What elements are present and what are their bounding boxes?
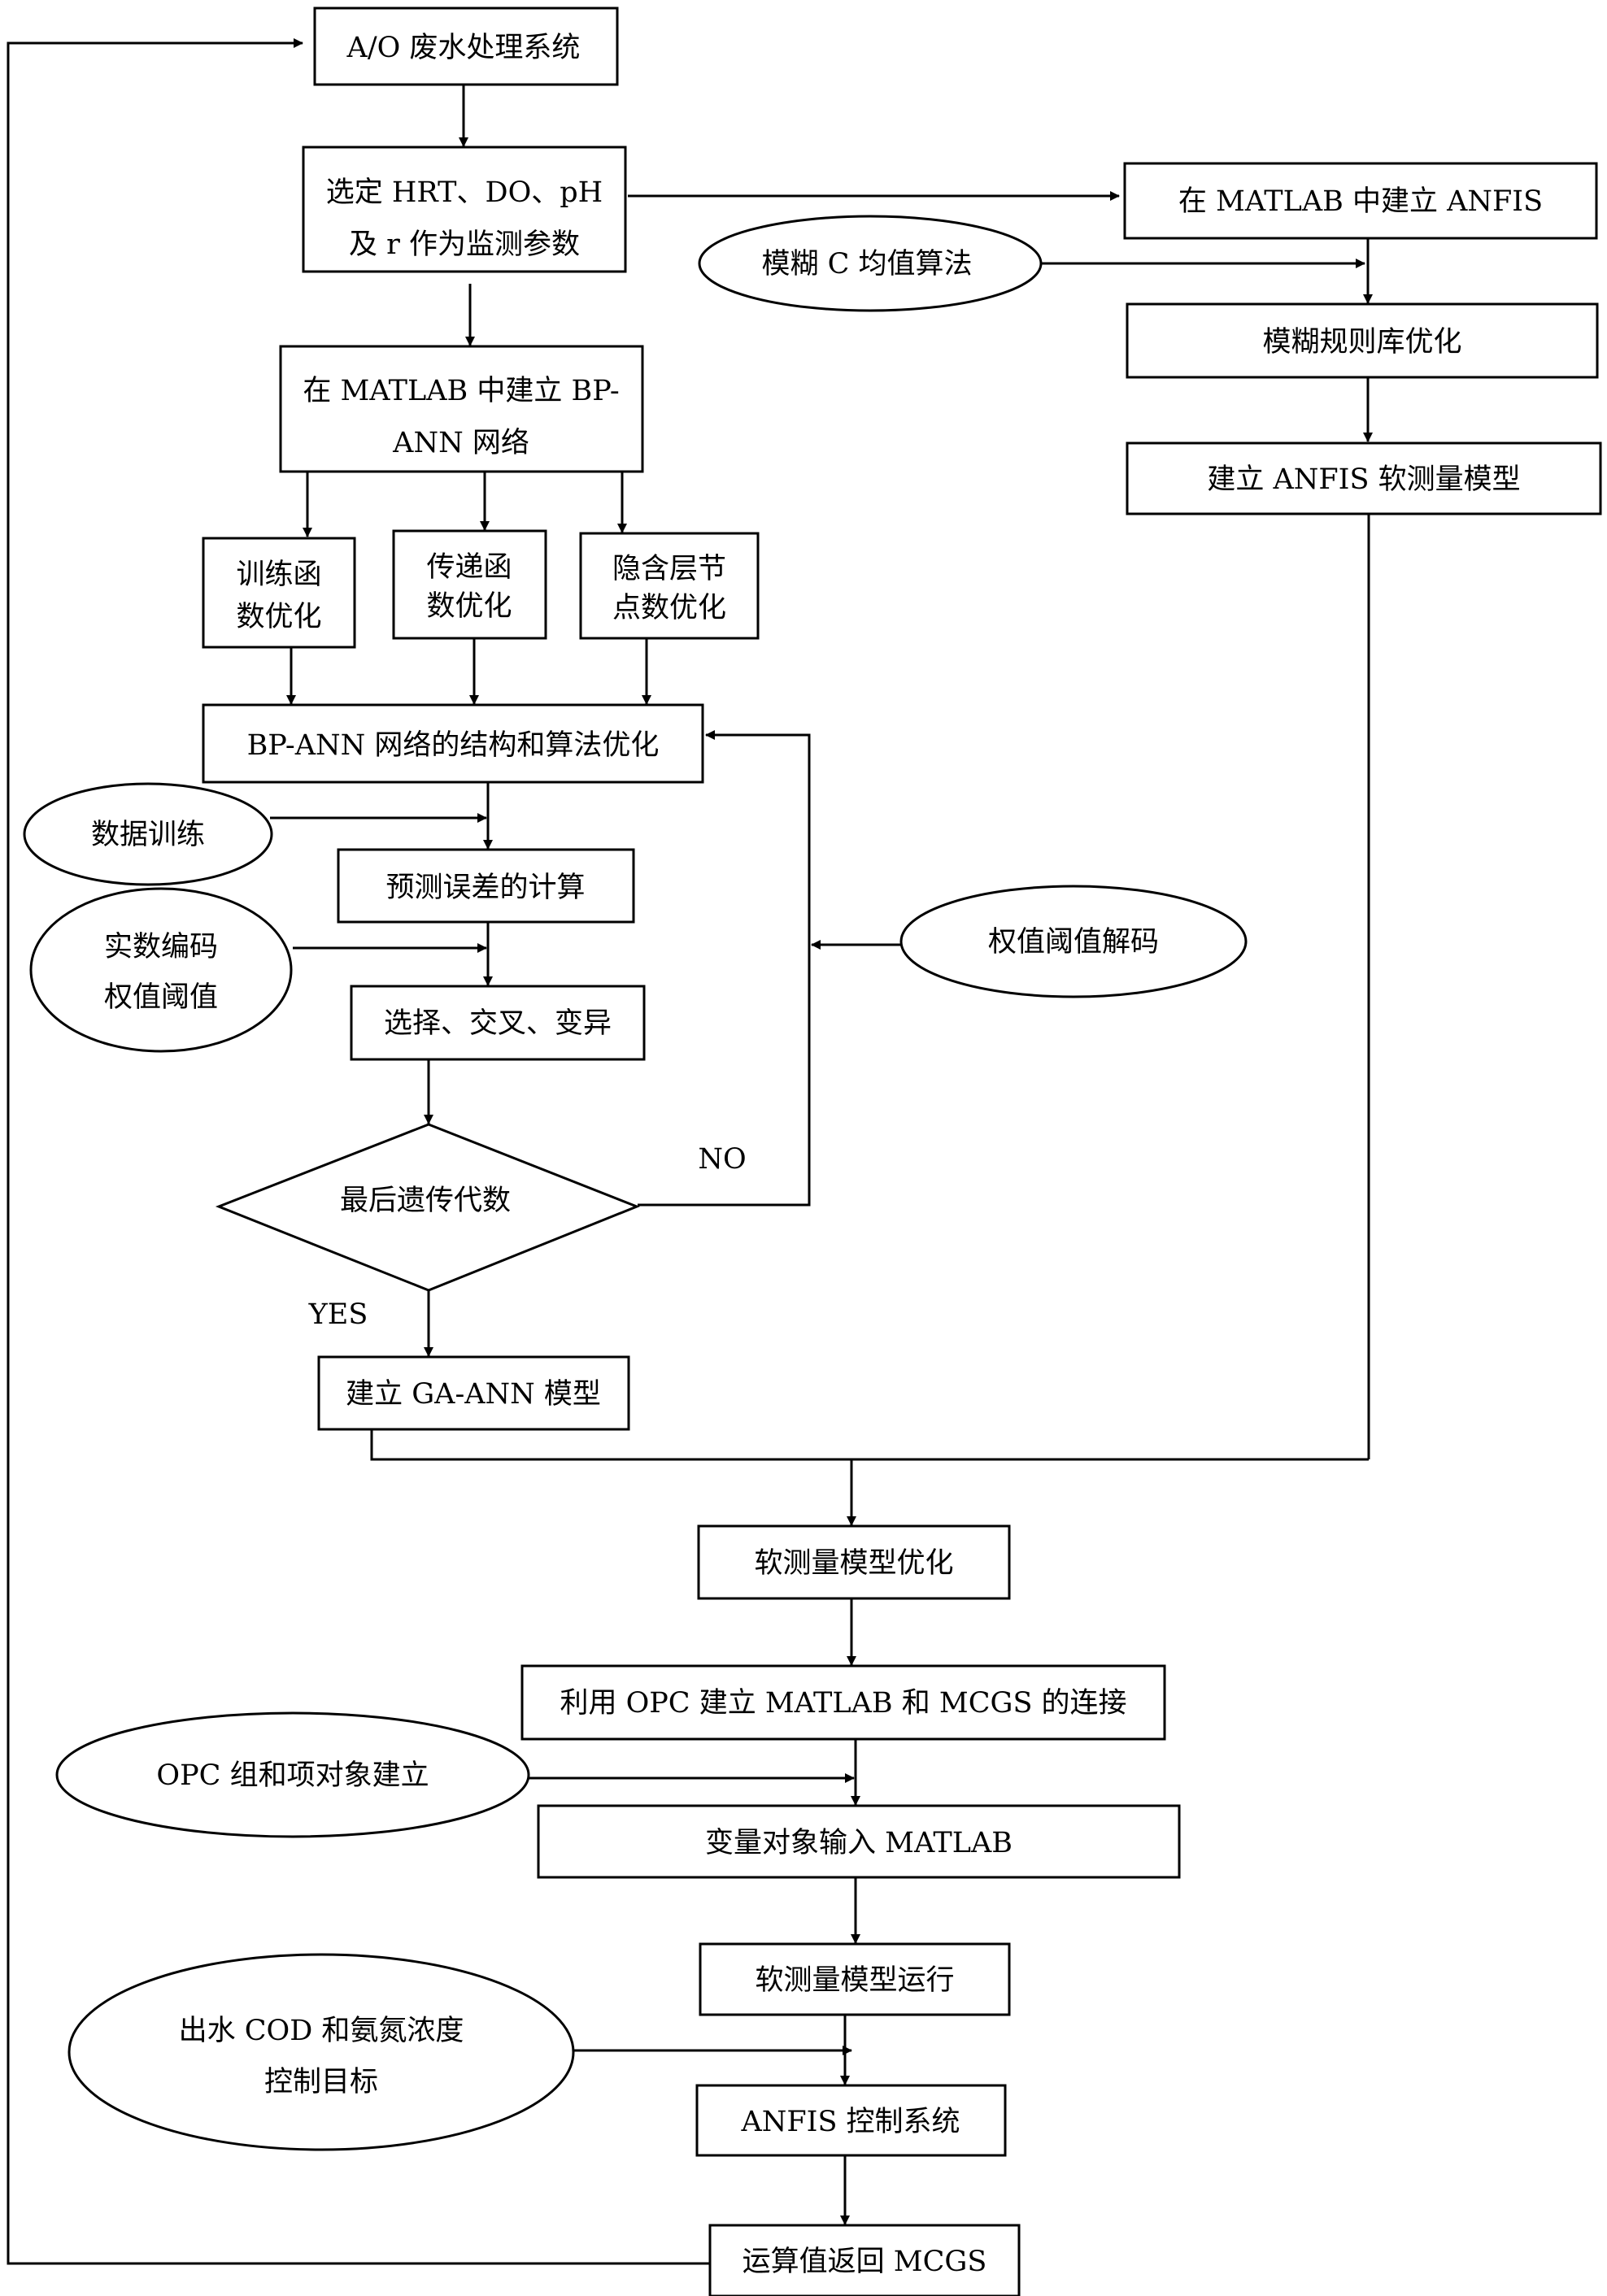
labels: A/O 废水处理系统 选定 HRT、DO、pH 及 r 作为监测参数 在 MAT…: [91, 32, 1543, 2278]
label-hidden-nodes-2: 点数优化: [612, 592, 726, 624]
node-return-mcgs: [708, 2224, 1021, 2296]
node-select-params: [302, 146, 627, 273]
label-transfer-func-2: 数优化: [426, 590, 512, 623]
arrow-return-to-ao: [7, 38, 709, 2265]
node-build-anfis: [1123, 162, 1598, 240]
label-return-mcgs: 运算值返回 MCGS: [743, 2246, 987, 2278]
label-real-coding-2: 权值阈值: [104, 981, 218, 1014]
label-bpann-opt: BP-ANN 网络的结构和算法优化: [247, 729, 660, 762]
label-target-1: 出水 COD 和氨氮浓度: [179, 2015, 464, 2047]
node-bpann-opt: [202, 703, 704, 784]
label-train-func-2: 数优化: [236, 601, 321, 633]
label-no: NO: [698, 1143, 746, 1176]
label-build-bpann-2: ANN 网络: [392, 427, 529, 459]
label-opc-group: OPC 组和项对象建立: [156, 1759, 429, 1792]
label-opc-connect: 利用 OPC 建立 MATLAB 和 MCGS 的连接: [560, 1687, 1126, 1720]
connectors: [7, 38, 1373, 2265]
label-hidden-nodes-1: 隐含层节: [612, 553, 726, 585]
node-soft-run: [699, 1942, 1011, 2016]
node-weight-decode: [899, 885, 1248, 998]
node-real-coding: [29, 887, 293, 1053]
label-target-2: 控制目标: [264, 2066, 378, 2098]
label-soft-run: 软测量模型运行: [755, 1964, 954, 1997]
node-anfis-ctrl: [695, 2084, 1007, 2157]
node-transfer-func: [392, 529, 547, 640]
label-train-func-1: 训练函: [236, 559, 321, 591]
label-last-gen: 最后遗传代数: [340, 1185, 511, 1217]
node-opc-connect: [520, 1664, 1166, 1741]
label-fcm: 模糊 C 均值算法: [761, 248, 972, 280]
shapes: [23, 7, 1602, 2296]
node-var-input: [537, 1804, 1181, 1879]
node-last-gen: [215, 1123, 641, 1292]
node-train-func: [202, 537, 356, 649]
node-soft-opt: [697, 1524, 1011, 1600]
label-anfis-ctrl: ANFIS 控制系统: [740, 2106, 960, 2138]
node-build-bpann: [279, 345, 644, 473]
node-opc-group: [55, 1711, 530, 1838]
node-select-cross: [350, 985, 646, 1061]
node-ao-system: [313, 7, 619, 86]
label-transfer-func-1: 传递函: [426, 551, 512, 584]
label-build-gaann: 建立 GA-ANN 模型: [346, 1378, 601, 1411]
label-fuzzy-rule: 模糊规则库优化: [1262, 326, 1461, 359]
label-soft-opt: 软测量模型优化: [754, 1547, 953, 1580]
label-data-training: 数据训练: [91, 819, 205, 851]
label-yes: YES: [308, 1298, 368, 1331]
node-anfis-soft: [1126, 441, 1602, 515]
node-target: [68, 1953, 575, 2151]
label-select-cross: 选择、交叉、变异: [384, 1007, 612, 1040]
label-weight-decode: 权值阈值解码: [988, 926, 1159, 959]
label-build-anfis: 在 MATLAB 中建立 ANFIS: [1178, 185, 1543, 218]
node-build-gaann: [317, 1355, 630, 1431]
arrow-no-loop: [638, 730, 811, 1207]
label-pred-error: 预测误差的计算: [385, 872, 585, 904]
node-data-training: [23, 782, 273, 886]
node-pred-error: [337, 848, 635, 924]
label-build-bpann-1: 在 MATLAB 中建立 BP-: [303, 375, 619, 407]
node-fuzzy-rule: [1126, 302, 1599, 379]
label-var-input: 变量对象输入 MATLAB: [705, 1827, 1013, 1859]
node-hidden-nodes: [579, 532, 760, 640]
label-anfis-soft: 建立 ANFIS 软测量模型: [1207, 463, 1520, 496]
label-real-coding-1: 实数编码: [104, 931, 218, 963]
line-gaann-merge: [370, 1430, 1369, 1461]
label-select-params-2: 及 r 作为监测参数: [349, 228, 580, 261]
label-select-params-1: 选定 HRT、DO、pH: [326, 176, 603, 209]
node-fcm: [698, 215, 1043, 312]
label-ao-system: A/O 废水处理系统: [346, 32, 581, 64]
